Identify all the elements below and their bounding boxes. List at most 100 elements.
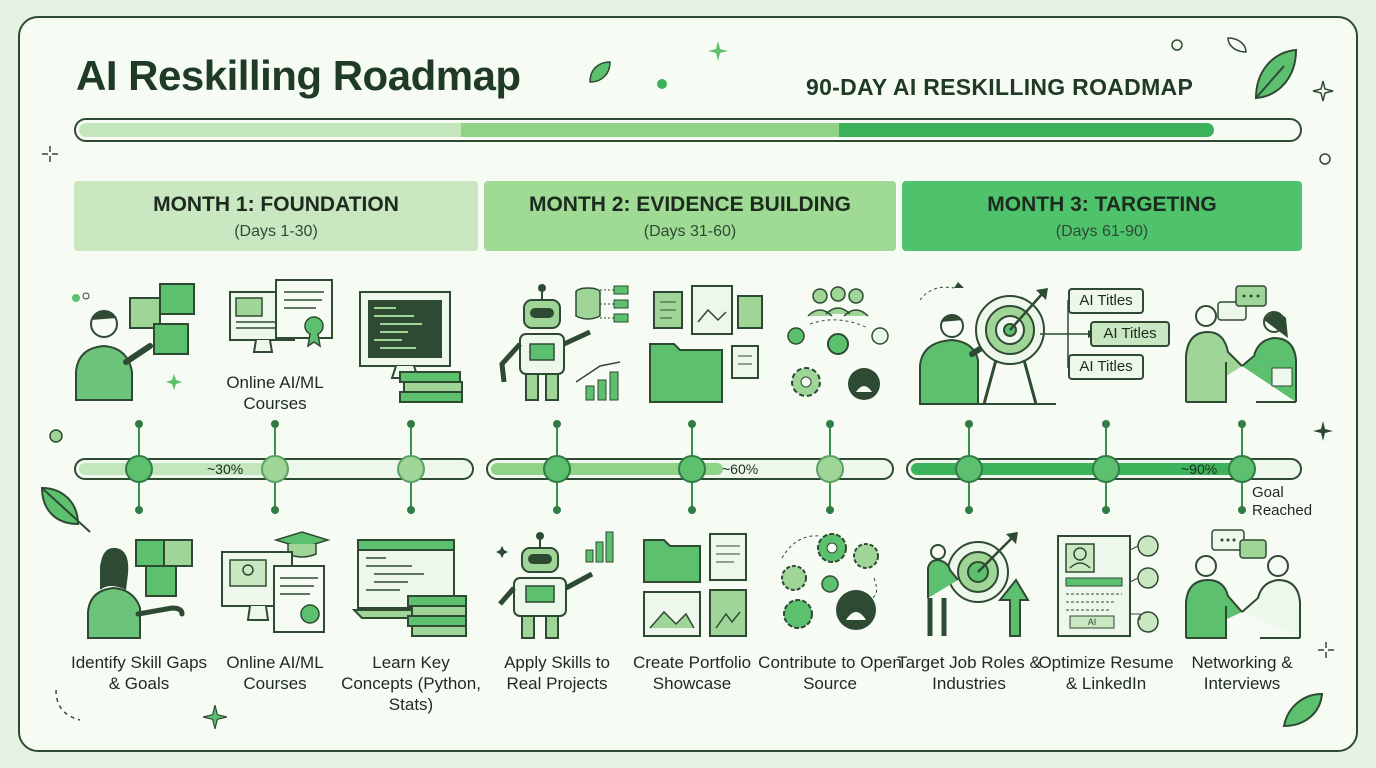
resume-ai-tag: AI — [1087, 617, 1097, 627]
folders-documents-icon — [649, 285, 763, 403]
gears-github-icon — [781, 533, 879, 630]
month-title: MONTH 1: FOUNDATION — [153, 193, 399, 216]
month-header-3: MONTH 3: TARGETING (Days 61-90) — [902, 181, 1302, 251]
timeline-endpoint — [688, 420, 696, 428]
timeline-endpoint — [1238, 420, 1246, 428]
leaf-icon — [1254, 48, 1298, 100]
timeline-node — [397, 455, 425, 483]
dot-icon — [657, 79, 667, 89]
step-label: Learn Key Concepts (Python, Stats) — [341, 653, 481, 714]
sparkle-icon — [708, 41, 728, 61]
step-label: Online AI/ML Courses — [226, 653, 324, 693]
timeline-endpoint — [1102, 420, 1110, 428]
timeline-connector — [1105, 480, 1107, 514]
overall-progress-bar — [74, 118, 1302, 142]
timeline-connector — [829, 424, 831, 458]
handshake-icon — [1185, 529, 1301, 639]
page-subtitle: 90-DAY AI RESKILLING ROADMAP — [806, 74, 1194, 100]
timeline-node — [678, 455, 706, 483]
top-label-courses: Online AI/ML Courses — [226, 373, 324, 413]
folders-icon — [643, 533, 747, 637]
timeline-endpoint — [135, 506, 143, 514]
timeline-connector — [968, 480, 970, 514]
timeline-fill-month3 — [911, 463, 1247, 475]
timeline-endpoint — [271, 420, 279, 428]
timeline-node — [125, 455, 153, 483]
ai-title-tag: AI Titles — [1068, 354, 1144, 380]
puzzle-person-icon — [87, 539, 193, 639]
timeline-connector — [410, 424, 412, 458]
timeline-node — [955, 455, 983, 483]
progress-segment-month1 — [79, 123, 461, 137]
robot-chart-icon — [496, 531, 614, 639]
leaf-icon — [1227, 37, 1247, 53]
timeline-node — [1228, 455, 1256, 483]
timeline-node — [1092, 455, 1120, 483]
timeline-endpoint — [553, 420, 561, 428]
sparkle-icon — [1312, 80, 1334, 102]
ai-title-tag: AI Titles — [1068, 288, 1144, 314]
timeline-node — [816, 455, 844, 483]
timeline-connector — [691, 424, 693, 458]
timeline-endpoint — [826, 506, 834, 514]
month-header-2: MONTH 2: EVIDENCE BUILDING (Days 31-60) — [484, 181, 896, 251]
timeline-connector — [1241, 480, 1243, 514]
resume-icon — [1057, 535, 1159, 637]
code-monitor-books-icon — [359, 291, 463, 403]
timeline-endpoint — [826, 420, 834, 428]
circle-icon — [1319, 153, 1331, 165]
circle-icon — [1171, 39, 1183, 51]
leaf-icon — [589, 61, 611, 83]
circle-icon — [49, 429, 63, 443]
timeline-connector — [410, 480, 412, 514]
community-gears-github-icon — [787, 286, 889, 400]
timeline-endpoint — [1102, 506, 1110, 514]
timeline-endpoint — [688, 506, 696, 514]
month-title: MONTH 2: EVIDENCE BUILDING — [528, 193, 851, 216]
timeline-endpoint — [965, 420, 973, 428]
step-label: Apply Skills to Real Projects — [504, 653, 610, 693]
timeline-connector — [691, 480, 693, 514]
code-books-icon — [352, 539, 467, 637]
page-title: AI Reskilling Roadmap — [76, 52, 521, 99]
month-days: (Days 1-30) — [234, 223, 318, 240]
month-days: (Days 61-90) — [1055, 223, 1149, 240]
progress-segment-month3 — [839, 123, 1214, 137]
robot-data-icon — [499, 284, 629, 401]
timeline-connector — [138, 424, 140, 458]
timeline-connector — [274, 480, 276, 514]
timeline-connector — [1105, 424, 1107, 458]
computer-certificate-icon — [221, 531, 331, 633]
timeline-node — [261, 455, 289, 483]
crosshair-icon — [42, 146, 58, 162]
timeline-node — [543, 455, 571, 483]
timeline-endpoint — [271, 506, 279, 514]
timeline-connector — [556, 424, 558, 458]
progress-percent-2: ~60% — [722, 461, 759, 477]
leaf-icon — [1282, 692, 1324, 728]
computer-certificate-icon — [229, 279, 333, 353]
step-label: Networking & Interviews — [1191, 653, 1293, 693]
progress-segment-month2 — [461, 123, 839, 137]
timeline-connector — [274, 424, 276, 458]
timeline-connector — [829, 480, 831, 514]
person-target-icon — [919, 282, 1056, 405]
timeline-endpoint — [135, 420, 143, 428]
step-label: Create Portfolio Showcase — [632, 653, 752, 693]
step-label: Optimize Resume & LinkedIn — [1038, 653, 1174, 693]
sparkle-icon — [1313, 421, 1333, 441]
dashed-arc-icon — [55, 689, 81, 721]
timeline-connector — [1241, 424, 1243, 458]
crosshair-icon — [1318, 642, 1334, 658]
leaf-icon — [40, 486, 91, 533]
timeline-endpoint — [965, 506, 973, 514]
timeline-connector — [968, 424, 970, 458]
person-puzzle-icon — [72, 283, 195, 401]
timeline-endpoint — [407, 506, 415, 514]
timeline-connector — [556, 480, 558, 514]
month-days: (Days 31-60) — [643, 223, 737, 240]
timeline-endpoint — [553, 506, 561, 514]
month-title: MONTH 3: TARGETING — [987, 193, 1217, 216]
timeline-endpoint — [407, 420, 415, 428]
goal-reached-label: Goal Reached — [1252, 484, 1313, 519]
